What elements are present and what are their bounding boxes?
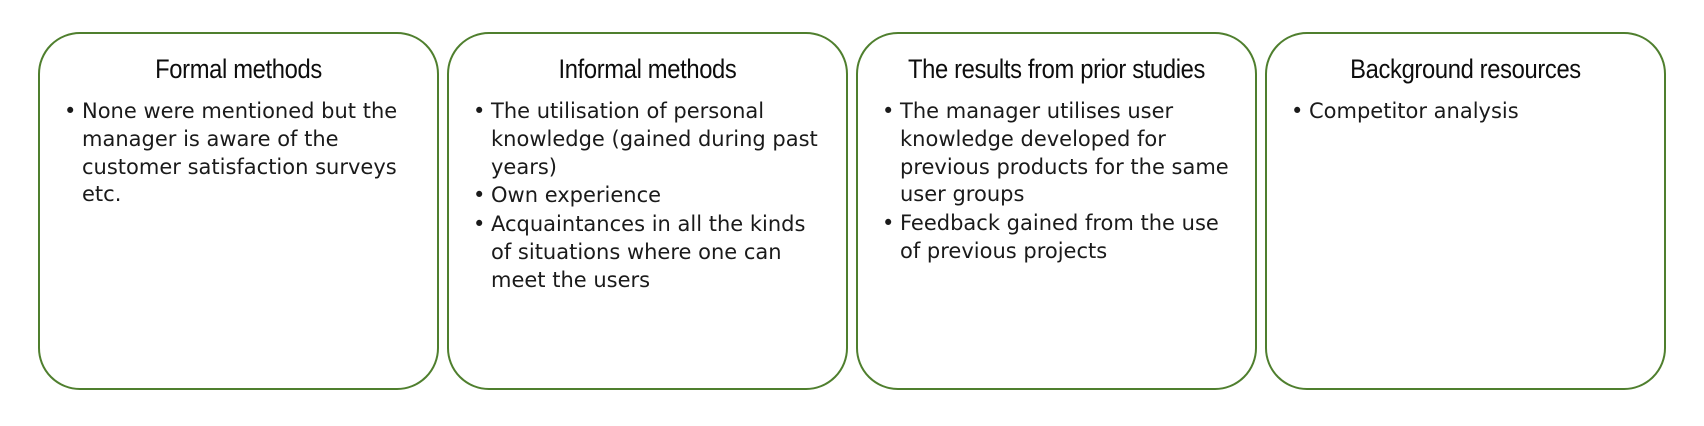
category-card-title: Formal methods <box>155 54 322 84</box>
bullet-item: •The utilisation of personal knowledge (… <box>471 98 828 181</box>
category-card[interactable]: Formal methods •None were mentioned but t… <box>38 32 439 390</box>
bullet-dot-icon: • <box>882 211 895 236</box>
bullet-list: •The utilisation of personal knowledge (… <box>465 98 830 295</box>
bullet-item-text: Competitor analysis <box>1309 99 1519 124</box>
bullet-dot-icon: • <box>473 99 486 124</box>
category-card-title: Informal methods <box>558 54 737 84</box>
bullet-item: •Feedback gained from the use of previou… <box>880 210 1237 265</box>
bullet-item: •None were mentioned but the manager is … <box>62 98 419 209</box>
bullet-list: •Competitor analysis <box>1283 98 1648 127</box>
bullet-item: •Acquaintances in all the kinds of situa… <box>471 211 828 294</box>
card-row: Formal methods•None were mentioned but t… <box>38 32 1666 390</box>
bullet-dot-icon: • <box>473 183 486 208</box>
bullet-item: •The manager utilises user knowledge dev… <box>880 98 1237 209</box>
bullet-item: •Competitor analysis <box>1289 98 1646 126</box>
bullet-item-text: The utilisation of personal knowledge (g… <box>491 99 818 179</box>
category-card[interactable]: The results from prior studies •The manag… <box>856 32 1257 390</box>
bullet-list: •The manager utilises user knowledge dev… <box>874 98 1239 266</box>
bullet-item-text: Acquaintances in all the kinds of situat… <box>491 212 806 292</box>
bullet-item-text: Own experience <box>491 183 662 208</box>
category-card[interactable]: Background resources •Competitor analysis <box>1265 32 1666 390</box>
category-card-title: Background resources <box>1350 54 1581 84</box>
bullet-dot-icon: • <box>64 99 77 124</box>
category-card[interactable]: Informal methods•The utilisation of pers… <box>447 32 848 390</box>
bullet-dot-icon: • <box>882 99 895 124</box>
bullet-item-text: Feedback gained from the use of previous… <box>900 211 1219 263</box>
category-card-title: The results from prior studies <box>907 54 1206 84</box>
bullet-item: •Own experience <box>471 182 828 210</box>
bullet-dot-icon: • <box>1291 99 1304 124</box>
bullet-item-text: None were mentioned but the manager is a… <box>82 99 398 207</box>
bullet-list: •None were mentioned but the manager is … <box>56 98 421 210</box>
bullet-dot-icon: • <box>473 212 486 237</box>
bullet-item-text: The manager utilises user knowledge deve… <box>900 99 1229 207</box>
